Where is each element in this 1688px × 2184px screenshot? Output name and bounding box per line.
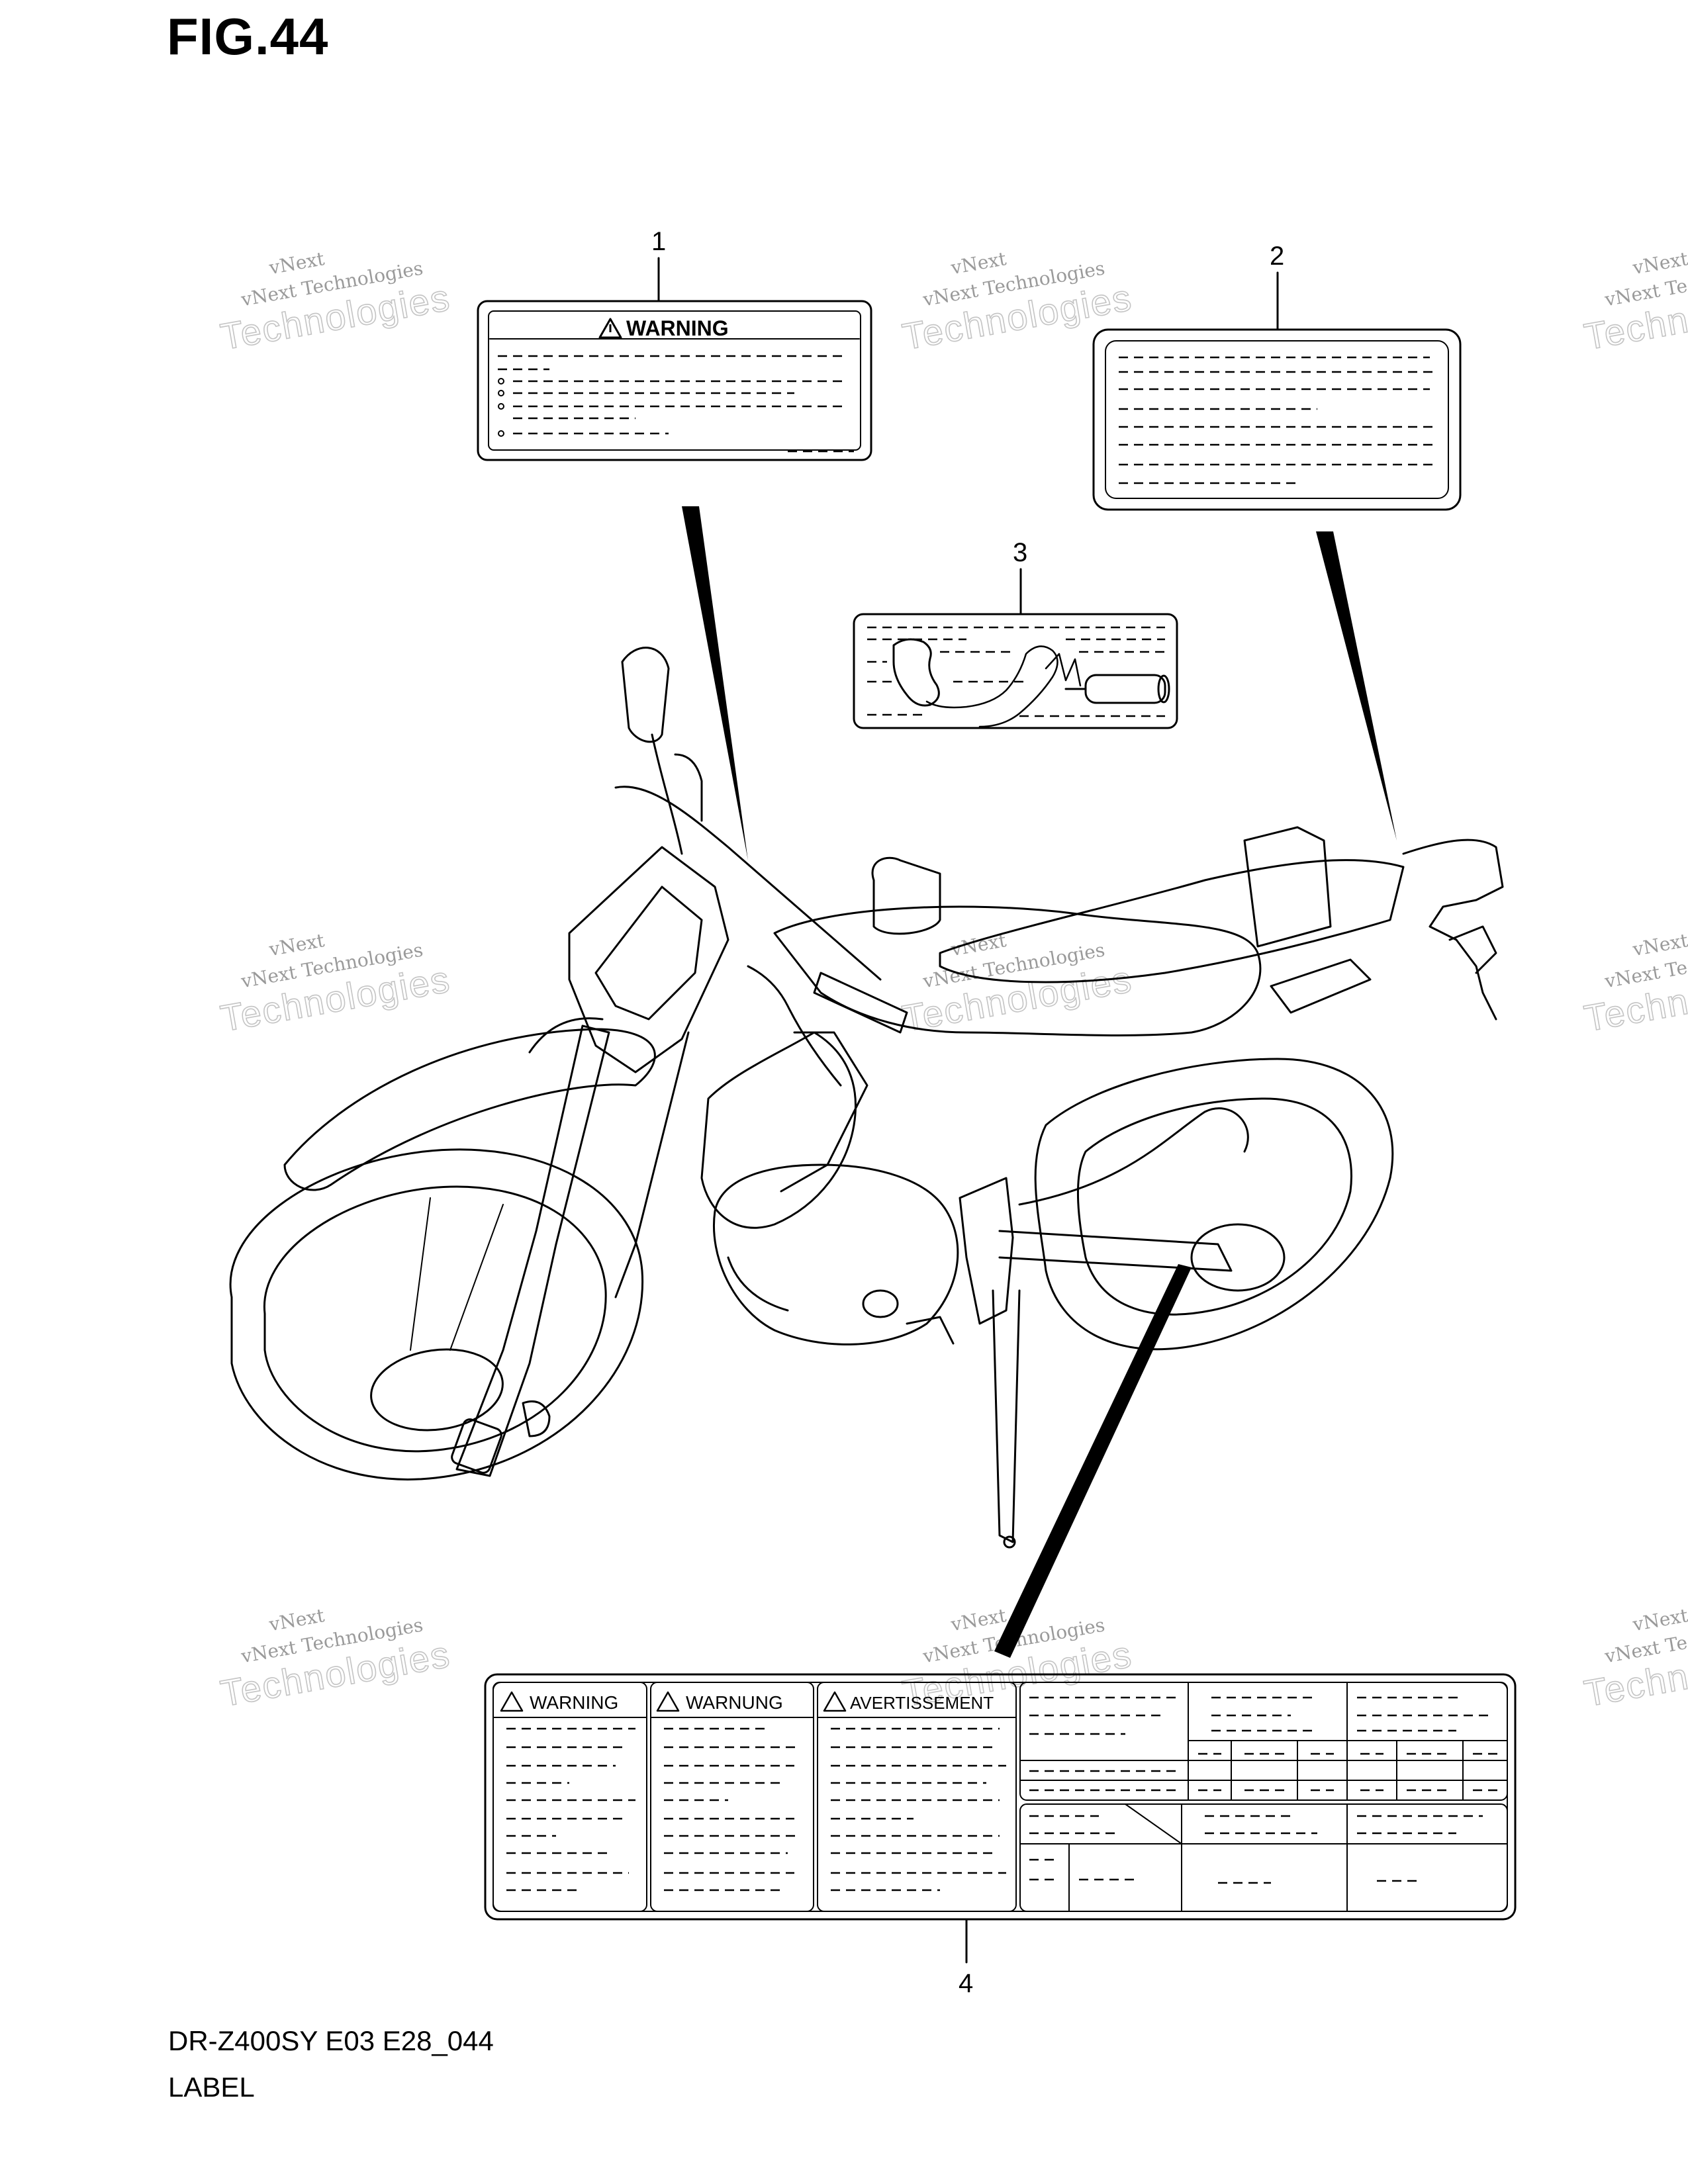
warning-panel-de xyxy=(650,1682,814,1912)
leader-wedge-4 xyxy=(994,1264,1192,1658)
motorcycle-illustration xyxy=(229,647,1504,1549)
svg-text:vNext: vNext xyxy=(267,1604,326,1635)
callout-number-1: 1 xyxy=(651,227,666,256)
part-2-plain-label[interactable]: 2 xyxy=(1092,242,1462,511)
engine xyxy=(713,1163,959,1345)
watermark: vNext vNext Technologies Technologies xyxy=(899,248,1136,358)
front-wheel xyxy=(229,1148,644,1480)
label-4-outline xyxy=(484,1673,1517,1921)
svg-text:vNext: vNext xyxy=(267,929,326,960)
label-1-outline xyxy=(477,300,872,461)
warning-triangle-icon xyxy=(500,1691,524,1712)
headlight-cowl xyxy=(568,846,729,1073)
label-1-heading: WARNING xyxy=(626,316,729,340)
part-4-multilingual-label[interactable]: WARNING WARNUNG AVERTISSEMENT xyxy=(484,1673,1517,1998)
part-1-warning-label[interactable]: 1 WARNING xyxy=(477,227,872,461)
exhaust-pipe-icon xyxy=(1084,674,1166,704)
warning-panel-en xyxy=(492,1682,647,1912)
callout-number-3: 3 xyxy=(1013,538,1027,567)
side-stand xyxy=(992,1289,1021,1543)
warning-panel-fr xyxy=(817,1682,1017,1912)
section-name: LABEL xyxy=(168,2071,255,2103)
label-2-outline xyxy=(1092,328,1462,511)
callout-number-2: 2 xyxy=(1270,242,1284,271)
leader-wedge-2 xyxy=(1316,531,1397,841)
front-fork xyxy=(455,1024,610,1477)
figure-title: FIG.44 xyxy=(167,7,329,66)
info-table-bottom xyxy=(1019,1803,1508,1912)
rear-hub xyxy=(1190,1223,1286,1292)
fuel-tank xyxy=(773,905,1262,1036)
callout-number-4: 4 xyxy=(959,1969,973,1998)
radiator-shroud xyxy=(700,1031,857,1229)
front-fender xyxy=(283,1028,656,1191)
leader-wedge-1 xyxy=(682,506,748,860)
part-3-pictogram-label[interactable]: 3 xyxy=(853,538,1178,729)
svg-text:vNext: vNext xyxy=(267,248,326,279)
svg-text:vNext: vNext xyxy=(1630,248,1688,279)
watermark: vNext vNext Technologies Technologies xyxy=(217,929,454,1040)
seat xyxy=(939,859,1405,983)
model-code: DR-Z400SY E03 E28_044 xyxy=(168,2025,494,2056)
heat-wave-icon xyxy=(1045,653,1082,687)
watermark: vNext vNext Technologies Technologies xyxy=(217,1604,454,1715)
hand-pictogram-icon xyxy=(892,638,940,707)
left-mirror xyxy=(621,647,670,743)
right-mirror xyxy=(871,856,941,935)
label-3-outline xyxy=(853,613,1178,729)
rear-fender xyxy=(1402,839,1504,1021)
svg-text:vNext: vNext xyxy=(1630,929,1688,960)
watermark: vNext vNext Technologies Technologies xyxy=(217,248,454,358)
svg-text:vNext: vNext xyxy=(949,1604,1008,1635)
warning-triangle-icon xyxy=(598,318,622,339)
watermark: vNext vNext Technologies Technologies xyxy=(1581,929,1688,1040)
front-hub xyxy=(370,1348,504,1432)
svg-text:vNext: vNext xyxy=(1630,1604,1688,1635)
watermark: vNext vNext Technologies Technologies xyxy=(1581,248,1688,358)
handlebar xyxy=(614,786,882,981)
warning-triangle-icon xyxy=(656,1691,680,1712)
swingarm xyxy=(998,1230,1233,1272)
panel-fr-heading: AVERTISSEMENT xyxy=(850,1693,994,1713)
svg-text:vNext: vNext xyxy=(949,248,1008,279)
rear-wheel xyxy=(1034,1058,1394,1351)
watermark: vNext vNext Technologies Technologies xyxy=(1581,1604,1688,1715)
panel-en-heading: WARNING xyxy=(530,1692,618,1713)
warning-triangle-icon xyxy=(823,1691,847,1712)
panel-de-heading: WARNUNG xyxy=(686,1692,783,1713)
